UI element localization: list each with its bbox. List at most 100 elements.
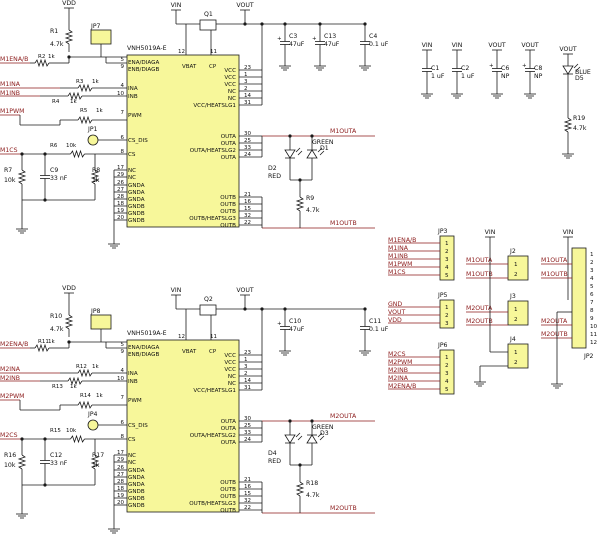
header-pin-number: 4 <box>445 379 449 385</box>
connector-body <box>507 343 529 369</box>
chip-pin-number: 4 <box>121 83 125 89</box>
jp2-pin-number: 8 <box>590 308 594 314</box>
chip-pin-name: OUTA <box>221 426 236 432</box>
wire <box>70 434 85 444</box>
chip-pin-name: OUTA <box>221 141 236 147</box>
net-label: M1ENA/B <box>0 56 28 63</box>
chip-pin-name: INB <box>128 379 138 385</box>
wire <box>573 63 581 72</box>
chip-pin-number: 30 <box>244 131 251 137</box>
chip-pin-name: NC <box>228 89 236 95</box>
misc-cap-value: 1 uF <box>461 73 475 80</box>
connector-ref: J3 <box>509 293 516 300</box>
chip-pin-number: 2 <box>244 371 248 377</box>
chip-pin-name: GNDB <box>128 218 145 224</box>
cap-value: 47uF <box>289 326 305 333</box>
chip-pin-number: 23 <box>244 65 251 71</box>
header-net-label: VOUT <box>388 309 406 316</box>
ref-label: R13 <box>52 384 63 390</box>
jp2-pin-number: 10 <box>590 324 598 330</box>
polarity-plus: + <box>277 36 282 42</box>
chip-pin-name: NC <box>228 381 236 387</box>
led-ref: D4 <box>268 450 277 457</box>
chip-pin-number: 7 <box>121 110 125 116</box>
ref-label: R18 <box>306 480 318 487</box>
polarity-plus: + <box>277 321 282 327</box>
chip-pin-number: 19 <box>117 208 124 214</box>
chip-pin-name: GNDB <box>128 489 145 495</box>
chip-pin-number: 15 <box>244 206 251 212</box>
wire <box>77 400 93 410</box>
led-ref: D2 <box>268 165 277 172</box>
wire <box>67 376 83 386</box>
chip-part-label: VNH5019A-E <box>127 330 167 337</box>
chip-pin-number: 28 <box>117 194 124 200</box>
jp2-net-label: M2OUTA <box>541 318 568 325</box>
jp2-pin-number: 11 <box>590 332 598 338</box>
chip-pin-number: 27 <box>117 472 124 478</box>
chip-pin-number: 16 <box>244 484 251 490</box>
net-label: M1PWM <box>0 108 24 115</box>
connector-body <box>507 255 529 281</box>
connector-pin-number: 1 <box>514 350 518 356</box>
ref-label: R3 <box>76 79 84 85</box>
value-label: 1k <box>92 462 100 469</box>
chip-pin-name: VBAT <box>182 349 197 355</box>
chip-pin-number: 29 <box>117 457 124 463</box>
header-pin-number: 1 <box>445 241 449 247</box>
chip-pin-name: INB <box>128 94 138 100</box>
chip-pin-number: 31 <box>244 100 251 106</box>
vin-label: VIN <box>171 2 182 9</box>
chip-pin-name: OUTB <box>220 487 236 493</box>
junction-dot <box>43 483 47 487</box>
chip-pin-number: 10 <box>117 376 124 382</box>
wire <box>295 196 305 212</box>
jp2-ref: JP2 <box>583 353 594 360</box>
jumper-ref: JP1 <box>87 126 98 133</box>
chip-pin-name: GNDA <box>128 482 145 488</box>
header-pin-number: 3 <box>445 321 449 327</box>
chip-pin-name: OUTA <box>221 440 236 446</box>
header-net-label: M2INB <box>388 367 408 374</box>
misc-cap-ref: C1 <box>431 65 439 72</box>
header-pin-number: 2 <box>445 313 449 319</box>
connector-pin-number: 2 <box>514 317 518 323</box>
chip-pin-name: VBAT <box>182 64 197 70</box>
mosfet-ref: Q1 <box>204 11 213 18</box>
chip-pin-name: NC <box>228 374 236 380</box>
r19-value: 4.7k <box>573 125 587 132</box>
value-label: 4.7k <box>50 326 64 333</box>
header-net-label: M2PWM <box>388 359 412 366</box>
value-label: 1k <box>92 79 99 85</box>
led-ref: D3 <box>320 430 329 437</box>
chip-pin-name: OUTA/HEATSLG2 <box>190 148 236 154</box>
chip-pin-number: 2 <box>244 86 248 92</box>
chip-pin-number: 14 <box>244 378 251 384</box>
vout-label: VOUT <box>236 287 254 294</box>
chip-pin-number: 12 <box>178 49 185 55</box>
chip-pin-name: GNDA <box>128 468 145 474</box>
chip-pin-number: 33 <box>244 430 251 436</box>
chip-pin-number: 6 <box>121 135 125 141</box>
vout-label: VOUT <box>236 2 254 9</box>
jp2-pin-number: 7 <box>590 300 594 306</box>
header-net-label: M2CS <box>388 351 406 358</box>
ref-label: R9 <box>306 195 314 202</box>
value-label: 33 nF <box>50 460 68 467</box>
chip-pin-number: 21 <box>244 477 251 483</box>
chip-pin-name: VCC <box>224 353 236 359</box>
chip-pin-number: 23 <box>244 350 251 356</box>
chip-pin-number: 11 <box>210 334 217 340</box>
header-pin-number: 3 <box>445 257 449 263</box>
header-net-label: M1INB <box>388 253 408 260</box>
chip-pin-number: 15 <box>244 491 251 497</box>
wire <box>34 343 50 353</box>
ref-label: R14 <box>80 393 91 399</box>
value-label: 33 nF <box>50 175 68 182</box>
ref-label: C12 <box>50 452 62 459</box>
chip-pin-name: GNDB <box>128 503 145 509</box>
header-body <box>439 299 455 329</box>
wire <box>317 432 325 441</box>
chip-pin-number: 30 <box>244 416 251 422</box>
